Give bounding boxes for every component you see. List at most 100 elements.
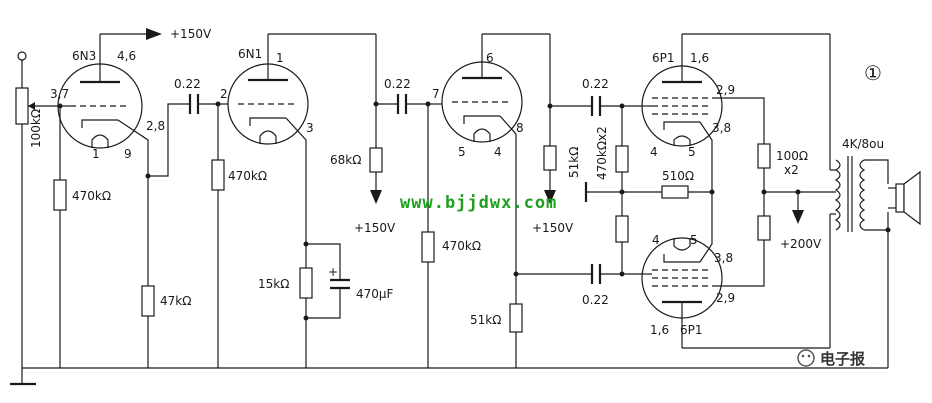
watermark-text: www.bjjdwx.com bbox=[400, 193, 557, 213]
r-v2-grid bbox=[211, 159, 225, 191]
v1-output-wire bbox=[148, 103, 190, 177]
r-screen-label: 510Ω bbox=[662, 169, 694, 183]
r-v3-plate bbox=[543, 145, 557, 171]
r-stop-upper bbox=[757, 143, 771, 169]
v5-type-label: 6P1 bbox=[680, 323, 703, 337]
r-v3-cathode-label: 51kΩ bbox=[470, 313, 501, 327]
r-v2-cathode-label: 15kΩ bbox=[258, 277, 289, 291]
v5-plate-pin: 1,6 bbox=[650, 323, 669, 337]
v5-heater-pin-b: 5 bbox=[690, 233, 698, 247]
r-v2-cathode bbox=[299, 267, 313, 299]
v3-grid-pin: 7 bbox=[432, 87, 440, 101]
v5-cathode-pin: 3,8 bbox=[714, 251, 733, 265]
speaker-cone bbox=[903, 170, 921, 226]
v4-heater-pin-b: 5 bbox=[688, 145, 696, 159]
tube-v5-cathode bbox=[663, 254, 700, 263]
b-plus-out-arrow bbox=[792, 210, 804, 224]
v1-supply-label: +150V bbox=[170, 27, 212, 41]
r-v1-cathode bbox=[141, 285, 155, 317]
r-v1-grid bbox=[53, 179, 67, 211]
ot-secondary-top bbox=[864, 159, 889, 184]
tube-v4-heater bbox=[673, 135, 691, 146]
c1-label: 0.22 bbox=[174, 77, 201, 91]
figure-mark: ① bbox=[864, 61, 882, 85]
tube-v2-cathode bbox=[249, 117, 286, 126]
v5-g1-pin: 2,9 bbox=[716, 291, 735, 305]
r-v2-plate bbox=[369, 147, 383, 173]
v1-heater-pin-b: 9 bbox=[124, 147, 132, 161]
ot-secondary-winding bbox=[859, 159, 866, 231]
volume-pot bbox=[15, 87, 29, 125]
v2-bypass-bottom-wire bbox=[306, 288, 341, 319]
r-v3-grid bbox=[421, 231, 435, 263]
v4-heater-pin-a: 4 bbox=[650, 145, 658, 159]
tube-v3-cathode bbox=[463, 115, 500, 124]
r-v3-cathode bbox=[509, 303, 523, 333]
v1-b-plus-arrow bbox=[146, 28, 162, 40]
v1-plate-pin: 4,6 bbox=[117, 49, 136, 63]
r-v2-plate-label: 68kΩ bbox=[330, 153, 361, 167]
c4-label: 0.22 bbox=[582, 293, 609, 307]
b-plus-out-label: +200V bbox=[780, 237, 822, 251]
v4-cathode-pin: 3,8 bbox=[712, 121, 731, 135]
c3-label: 0.22 bbox=[582, 77, 609, 91]
v3-supply-label: +150V bbox=[532, 221, 574, 235]
r-v1-cathode-label: 47kΩ bbox=[160, 294, 191, 308]
v2-plate-pin: 1 bbox=[276, 51, 284, 65]
v5-cathode-lead bbox=[699, 192, 713, 263]
c-v2-polarity: + bbox=[328, 265, 338, 279]
c-v2-bypass-label: 470μF bbox=[356, 287, 394, 301]
r-out-grids-label: 470kΩx2 bbox=[595, 126, 609, 180]
tube-v3-heater bbox=[473, 128, 491, 142]
r-stop-qty: x2 bbox=[784, 163, 799, 177]
r-stop-label: 100Ω bbox=[776, 149, 808, 163]
v4-screen-wire bbox=[712, 97, 765, 144]
v1-heater-pin-a: 1 bbox=[92, 147, 100, 161]
v1-grid-pin: 3,7 bbox=[50, 87, 69, 101]
r-stop-lower bbox=[757, 215, 771, 241]
v5-heater-pin-a: 4 bbox=[652, 233, 660, 247]
v3-b-plus-arrow bbox=[544, 190, 556, 204]
tube-v4-cathode bbox=[663, 121, 700, 130]
v2-type-label: 6N1 bbox=[238, 47, 262, 61]
v3-plate-pin: 6 bbox=[486, 51, 494, 65]
pot-wiper-arrow bbox=[28, 102, 35, 110]
tube-v5-heater bbox=[673, 238, 691, 251]
v1-cathode-lead bbox=[117, 119, 149, 176]
publisher-logo bbox=[797, 349, 815, 367]
v2-cathode-lead bbox=[285, 117, 307, 244]
publisher-name: 电子报 bbox=[820, 350, 865, 368]
input-terminal bbox=[17, 51, 27, 61]
pot-label: 100kΩ bbox=[29, 109, 43, 148]
transformer-label: 4K/8ou bbox=[842, 137, 884, 151]
ot-secondary-bottom bbox=[864, 212, 889, 231]
r-v1-grid-label: 470kΩ bbox=[72, 189, 111, 203]
tube-v1-heater bbox=[91, 134, 109, 148]
r-out-grid-b bbox=[615, 215, 629, 243]
tube-v1-cathode bbox=[81, 119, 118, 128]
r-screen bbox=[661, 185, 689, 199]
v3-heater-pin-b: 4 bbox=[494, 145, 502, 159]
v4-plate-pin: 1,6 bbox=[690, 51, 709, 65]
r-v3-plate-label: 51kΩ bbox=[567, 147, 581, 178]
v1-type-label: 6N3 bbox=[72, 49, 96, 63]
v3-cathode-pin: 8 bbox=[516, 121, 524, 135]
c2-label: 0.22 bbox=[384, 77, 411, 91]
ot-primary-winding bbox=[834, 159, 841, 231]
v3-heater-pin-a: 5 bbox=[458, 145, 466, 159]
v2-cathode-pin: 3 bbox=[306, 121, 314, 135]
r-v2-grid-label: 470kΩ bbox=[228, 169, 267, 183]
v5-screen-wire bbox=[712, 240, 765, 287]
speaker-magnet bbox=[895, 183, 905, 213]
publisher-logo-icon bbox=[797, 349, 815, 367]
v3-cathode-lead bbox=[499, 115, 517, 274]
v2-bypass-top-wire bbox=[306, 243, 341, 280]
tube-v2-heater bbox=[259, 130, 277, 144]
v4-cathode-lead bbox=[699, 121, 713, 192]
v1-cathode-pin: 2,8 bbox=[146, 119, 165, 133]
r-v3-grid-label: 470kΩ bbox=[442, 239, 481, 253]
v2-grid-pin: 2 bbox=[220, 87, 228, 101]
v2-supply-label: +150V bbox=[354, 221, 396, 235]
